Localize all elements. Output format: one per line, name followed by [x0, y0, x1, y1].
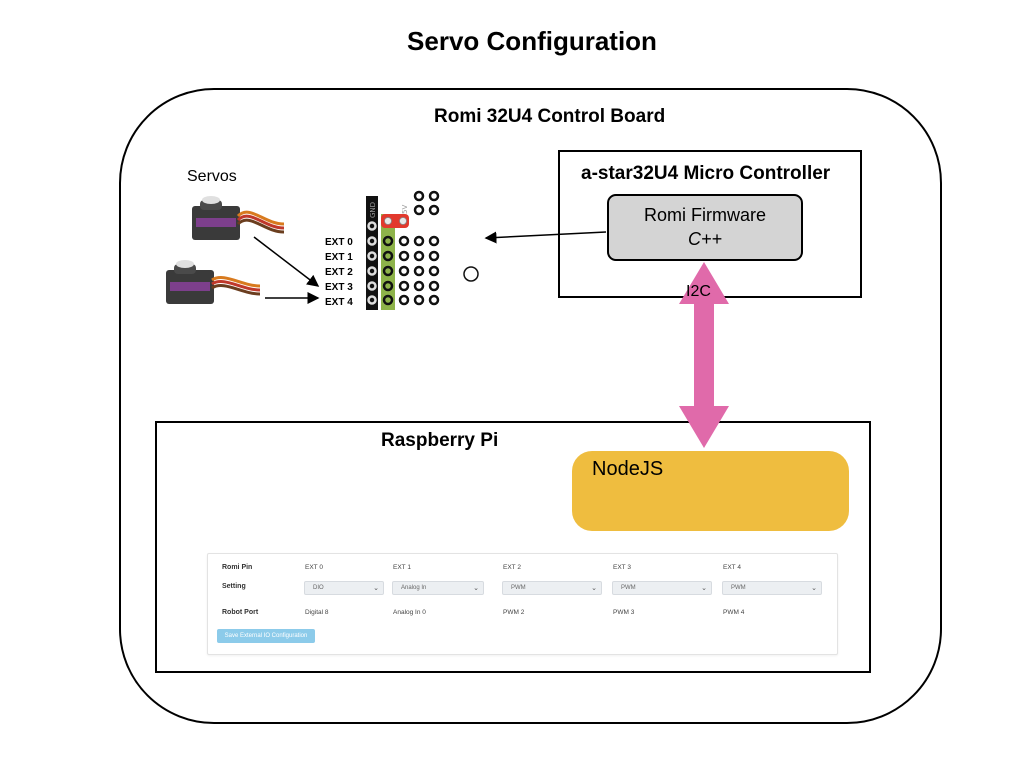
- pin-cell: EXT 1: [393, 564, 411, 571]
- ext-label: EXT 0: [325, 237, 353, 248]
- i2c-arrow: [679, 262, 729, 448]
- setting-select-ext1[interactable]: Analog In ⌄: [392, 581, 484, 595]
- chevron-down-icon: ⌄: [373, 585, 379, 592]
- chevron-down-icon: ⌄: [591, 585, 597, 592]
- control-board-label: Romi 32U4 Control Board: [434, 106, 666, 127]
- ext-label: EXT 1: [325, 252, 353, 263]
- servos-label: Servos: [187, 168, 237, 185]
- servo-motor-icon: [166, 260, 260, 304]
- setting-value: Analog In: [401, 585, 427, 591]
- chevron-down-icon: ⌄: [701, 585, 707, 592]
- port-cell: Analog In 0: [393, 609, 426, 616]
- port-cell: Digital 8: [305, 609, 329, 616]
- pin-cell: EXT 2: [503, 564, 521, 571]
- firmware-language: C++: [687, 229, 723, 249]
- ext-label: EXT 2: [325, 267, 353, 278]
- external-io-config-panel: Romi Pin Setting Robot Port EXT 0 EXT 1 …: [207, 553, 838, 655]
- pin-header-photo: GND 5V: [313, 188, 487, 312]
- five-volt-label: 5V: [401, 205, 409, 214]
- pin-cell: EXT 0: [305, 564, 323, 571]
- nodejs-label: NodeJS: [592, 458, 664, 480]
- arrow-icon: [484, 231, 607, 244]
- setting-select-ext0[interactable]: DIO ⌄: [304, 581, 384, 595]
- raspberry-pi-box: [155, 421, 871, 673]
- setting-select-ext2[interactable]: PWM ⌄: [502, 581, 602, 595]
- ext-label: EXT 4: [325, 297, 353, 308]
- row-header-romi-pin: Romi Pin: [222, 564, 253, 571]
- setting-value: PWM: [621, 585, 636, 591]
- setting-select-ext3[interactable]: PWM ⌄: [612, 581, 712, 595]
- row-header-setting: Setting: [222, 583, 246, 590]
- firmware-name: Romi Firmware: [643, 205, 766, 225]
- chevron-down-icon: ⌄: [811, 585, 817, 592]
- servo-motor-icon: [192, 196, 285, 240]
- raspberry-pi-label: Raspberry Pi: [381, 430, 499, 451]
- gnd-label: GND: [369, 202, 377, 218]
- ext-label: EXT 3: [325, 282, 353, 293]
- microcontroller-label: a-star32U4 Micro Controller: [581, 163, 831, 184]
- arrow-icon: [253, 236, 320, 287]
- port-cell: PWM 3: [613, 609, 635, 616]
- setting-select-ext4[interactable]: PWM ⌄: [722, 581, 822, 595]
- chevron-down-icon: ⌄: [473, 585, 479, 592]
- setting-value: DIO: [313, 585, 324, 591]
- save-configuration-button[interactable]: Save External IO Configuration: [217, 629, 315, 643]
- row-header-robot-port: Robot Port: [222, 609, 259, 616]
- diagram-title: Servo Configuration: [407, 26, 657, 56]
- control-board-outline: [119, 88, 942, 724]
- pin-header-graphic: GND 5V: [366, 190, 479, 310]
- setting-value: PWM: [511, 585, 526, 591]
- port-cell: PWM 2: [503, 609, 525, 616]
- port-cell: PWM 4: [723, 609, 745, 616]
- romi-firmware-box: Romi Firmware C++: [607, 194, 803, 261]
- nodejs-box: NodeJS: [572, 451, 849, 531]
- pin-cell: EXT 3: [613, 564, 631, 571]
- pin-cell: EXT 4: [723, 564, 741, 571]
- setting-value: PWM: [731, 585, 746, 591]
- i2c-label: I2C: [686, 283, 711, 300]
